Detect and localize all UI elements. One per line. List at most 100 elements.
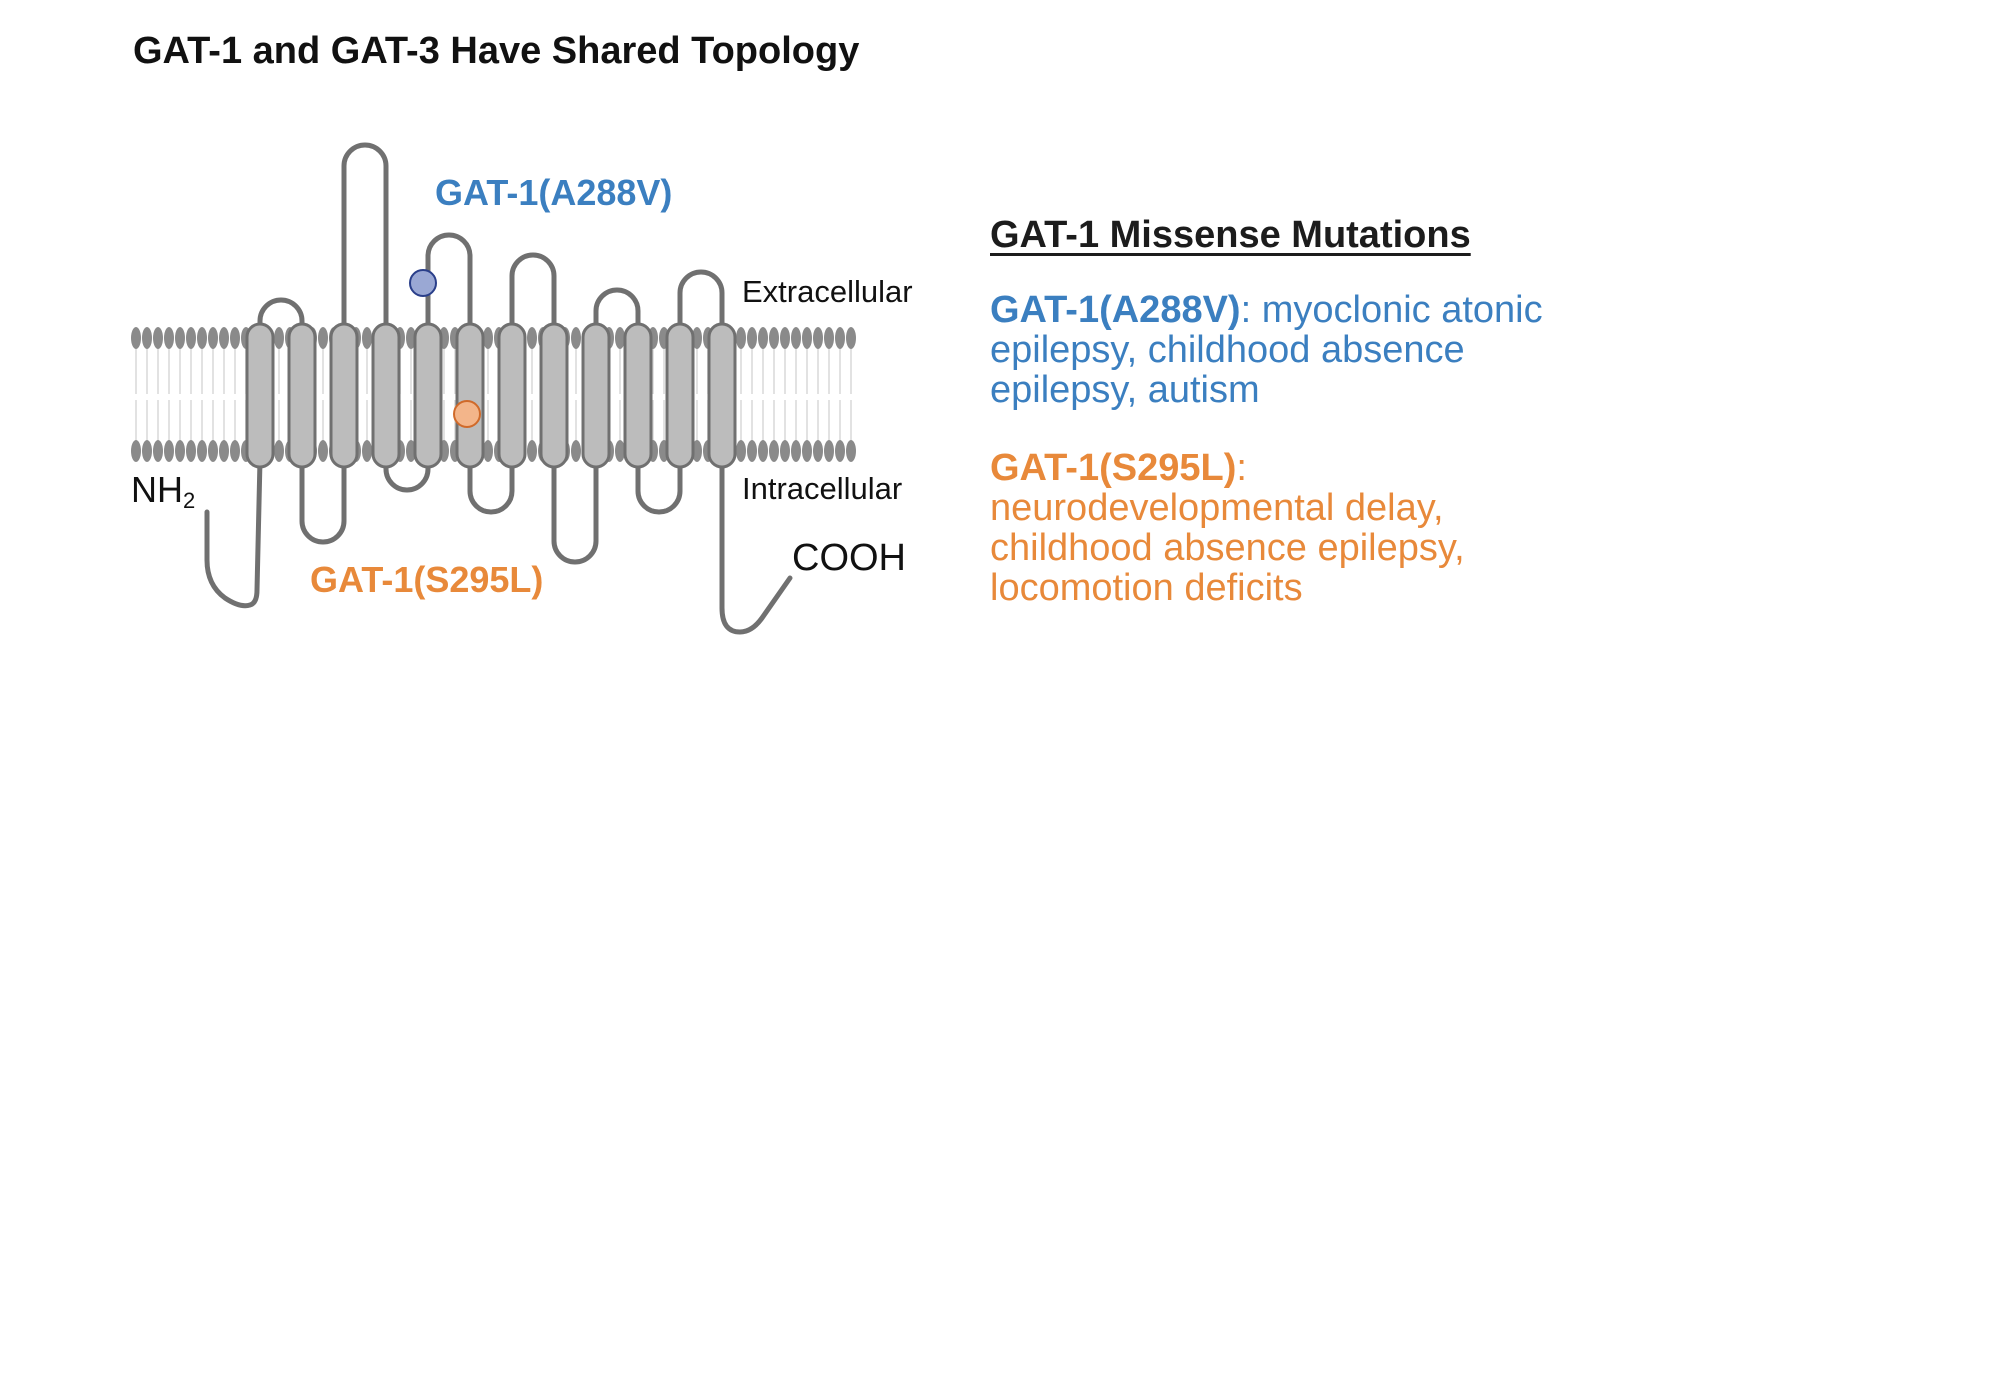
lipid-head bbox=[736, 440, 746, 462]
intracellular-loop bbox=[551, 457, 599, 565]
lipid-head bbox=[208, 440, 218, 462]
mutation-line: epilepsy, childhood absence bbox=[990, 329, 1465, 371]
lipid-head bbox=[153, 327, 163, 349]
mutation-marker-s295l bbox=[453, 400, 481, 428]
lipid-head bbox=[747, 327, 757, 349]
mutation-name: GAT-1(S295L) bbox=[990, 447, 1237, 489]
lipid-head bbox=[758, 440, 768, 462]
lipid-head bbox=[835, 440, 845, 462]
extracellular-loop bbox=[257, 297, 305, 333]
lipid-head bbox=[802, 327, 812, 349]
mutation-line: neurodevelopmental delay, bbox=[990, 487, 1444, 529]
lipid-head bbox=[131, 440, 141, 462]
lipid-head bbox=[846, 327, 856, 349]
lipid-head bbox=[197, 440, 207, 462]
transmembrane-helix bbox=[707, 322, 737, 469]
lipid-head bbox=[175, 440, 185, 462]
lipid-head bbox=[571, 327, 581, 349]
lipid-head bbox=[318, 327, 328, 349]
extracellular-loop bbox=[593, 287, 641, 333]
intracellular-loop bbox=[299, 457, 347, 545]
lipid-head bbox=[175, 327, 185, 349]
lipid-head bbox=[571, 440, 581, 462]
transmembrane-helix bbox=[329, 322, 359, 469]
label-c-terminus: COOH bbox=[792, 537, 906, 579]
mutation-line: epilepsy, autism bbox=[990, 369, 1260, 411]
lipid-head bbox=[230, 440, 240, 462]
transmembrane-helix bbox=[371, 322, 401, 469]
transmembrane-helix bbox=[497, 322, 527, 469]
label-extracellular: Extracellular bbox=[742, 274, 913, 309]
lipid-head bbox=[208, 327, 218, 349]
lipid-head bbox=[230, 327, 240, 349]
lipid-head bbox=[219, 440, 229, 462]
lipid-head bbox=[615, 440, 625, 462]
mutation-line: myoclonic atonic bbox=[1261, 289, 1543, 331]
lipid-head bbox=[780, 440, 790, 462]
label-a288v: GAT-1(A288V) bbox=[435, 172, 672, 213]
transmembrane-helix bbox=[455, 322, 485, 469]
lipid-head bbox=[527, 440, 537, 462]
lipid-head bbox=[846, 440, 856, 462]
panel-heading: GAT-1 Missense Mutations bbox=[990, 214, 1471, 256]
lipid-head bbox=[186, 327, 196, 349]
mutation-separator: : bbox=[1236, 447, 1247, 489]
lipid-head bbox=[197, 327, 207, 349]
lipid-head bbox=[813, 327, 823, 349]
lipid-head bbox=[362, 440, 372, 462]
label-n-terminus: NH2 bbox=[131, 469, 195, 513]
mutation-line: locomotion deficits bbox=[990, 567, 1303, 609]
intracellular-loop bbox=[635, 457, 683, 515]
lipid-bilayer bbox=[131, 327, 856, 462]
extracellular-loop bbox=[509, 252, 557, 333]
lipid-head bbox=[527, 327, 537, 349]
extracellular-loop bbox=[677, 269, 725, 333]
polypeptide-loops bbox=[204, 142, 793, 635]
lipid-head bbox=[164, 327, 174, 349]
mutation-marker-a288v bbox=[409, 269, 437, 297]
transmembrane-helix bbox=[623, 322, 653, 469]
lipid-head bbox=[153, 440, 163, 462]
lipid-head bbox=[362, 327, 372, 349]
lipid-head bbox=[791, 327, 801, 349]
mutation-name: GAT-1(A288V) bbox=[990, 289, 1241, 331]
mutation-line: childhood absence epilepsy, bbox=[990, 527, 1465, 569]
mutations-panel: GAT-1 Missense Mutations GAT-1(A288V): m… bbox=[990, 215, 1630, 646]
label-n-terminus-main: NH bbox=[131, 469, 183, 510]
lipid-head bbox=[780, 327, 790, 349]
n-terminal-tail bbox=[204, 457, 263, 609]
transmembrane-helix bbox=[581, 322, 611, 469]
lipid-head bbox=[769, 327, 779, 349]
lipid-head bbox=[219, 327, 229, 349]
lipid-head bbox=[824, 327, 834, 349]
extracellular-loop bbox=[341, 142, 389, 333]
transmembrane-helix bbox=[287, 322, 317, 469]
lipid-head bbox=[791, 440, 801, 462]
lipid-head bbox=[186, 440, 196, 462]
lipid-head bbox=[615, 327, 625, 349]
transmembrane-helix bbox=[665, 322, 695, 469]
lipid-head bbox=[835, 327, 845, 349]
label-n-terminus-subscript: 2 bbox=[183, 488, 195, 513]
lipid-head bbox=[274, 327, 284, 349]
label-intracellular: Intracellular bbox=[742, 471, 902, 506]
lipid-head bbox=[274, 440, 284, 462]
transmembrane-helices bbox=[245, 322, 737, 469]
lipid-head bbox=[747, 440, 757, 462]
label-s295l: GAT-1(S295L) bbox=[310, 559, 543, 600]
lipid-head bbox=[813, 440, 823, 462]
lipid-head bbox=[483, 440, 493, 462]
c-terminal-tail bbox=[719, 457, 793, 635]
lipid-head bbox=[769, 440, 779, 462]
lipid-head bbox=[142, 327, 152, 349]
lipid-head bbox=[802, 440, 812, 462]
intracellular-loop bbox=[383, 457, 431, 493]
lipid-head bbox=[142, 440, 152, 462]
mutation-entry-s295l: GAT-1(S295L):neurodevelopmental delay,ch… bbox=[990, 448, 1630, 608]
figure-title: GAT-1 and GAT-3 Have Shared Topology bbox=[133, 30, 860, 72]
lipid-head bbox=[131, 327, 141, 349]
lipid-head bbox=[736, 327, 746, 349]
lipid-head bbox=[164, 440, 174, 462]
transmembrane-helix bbox=[539, 322, 569, 469]
